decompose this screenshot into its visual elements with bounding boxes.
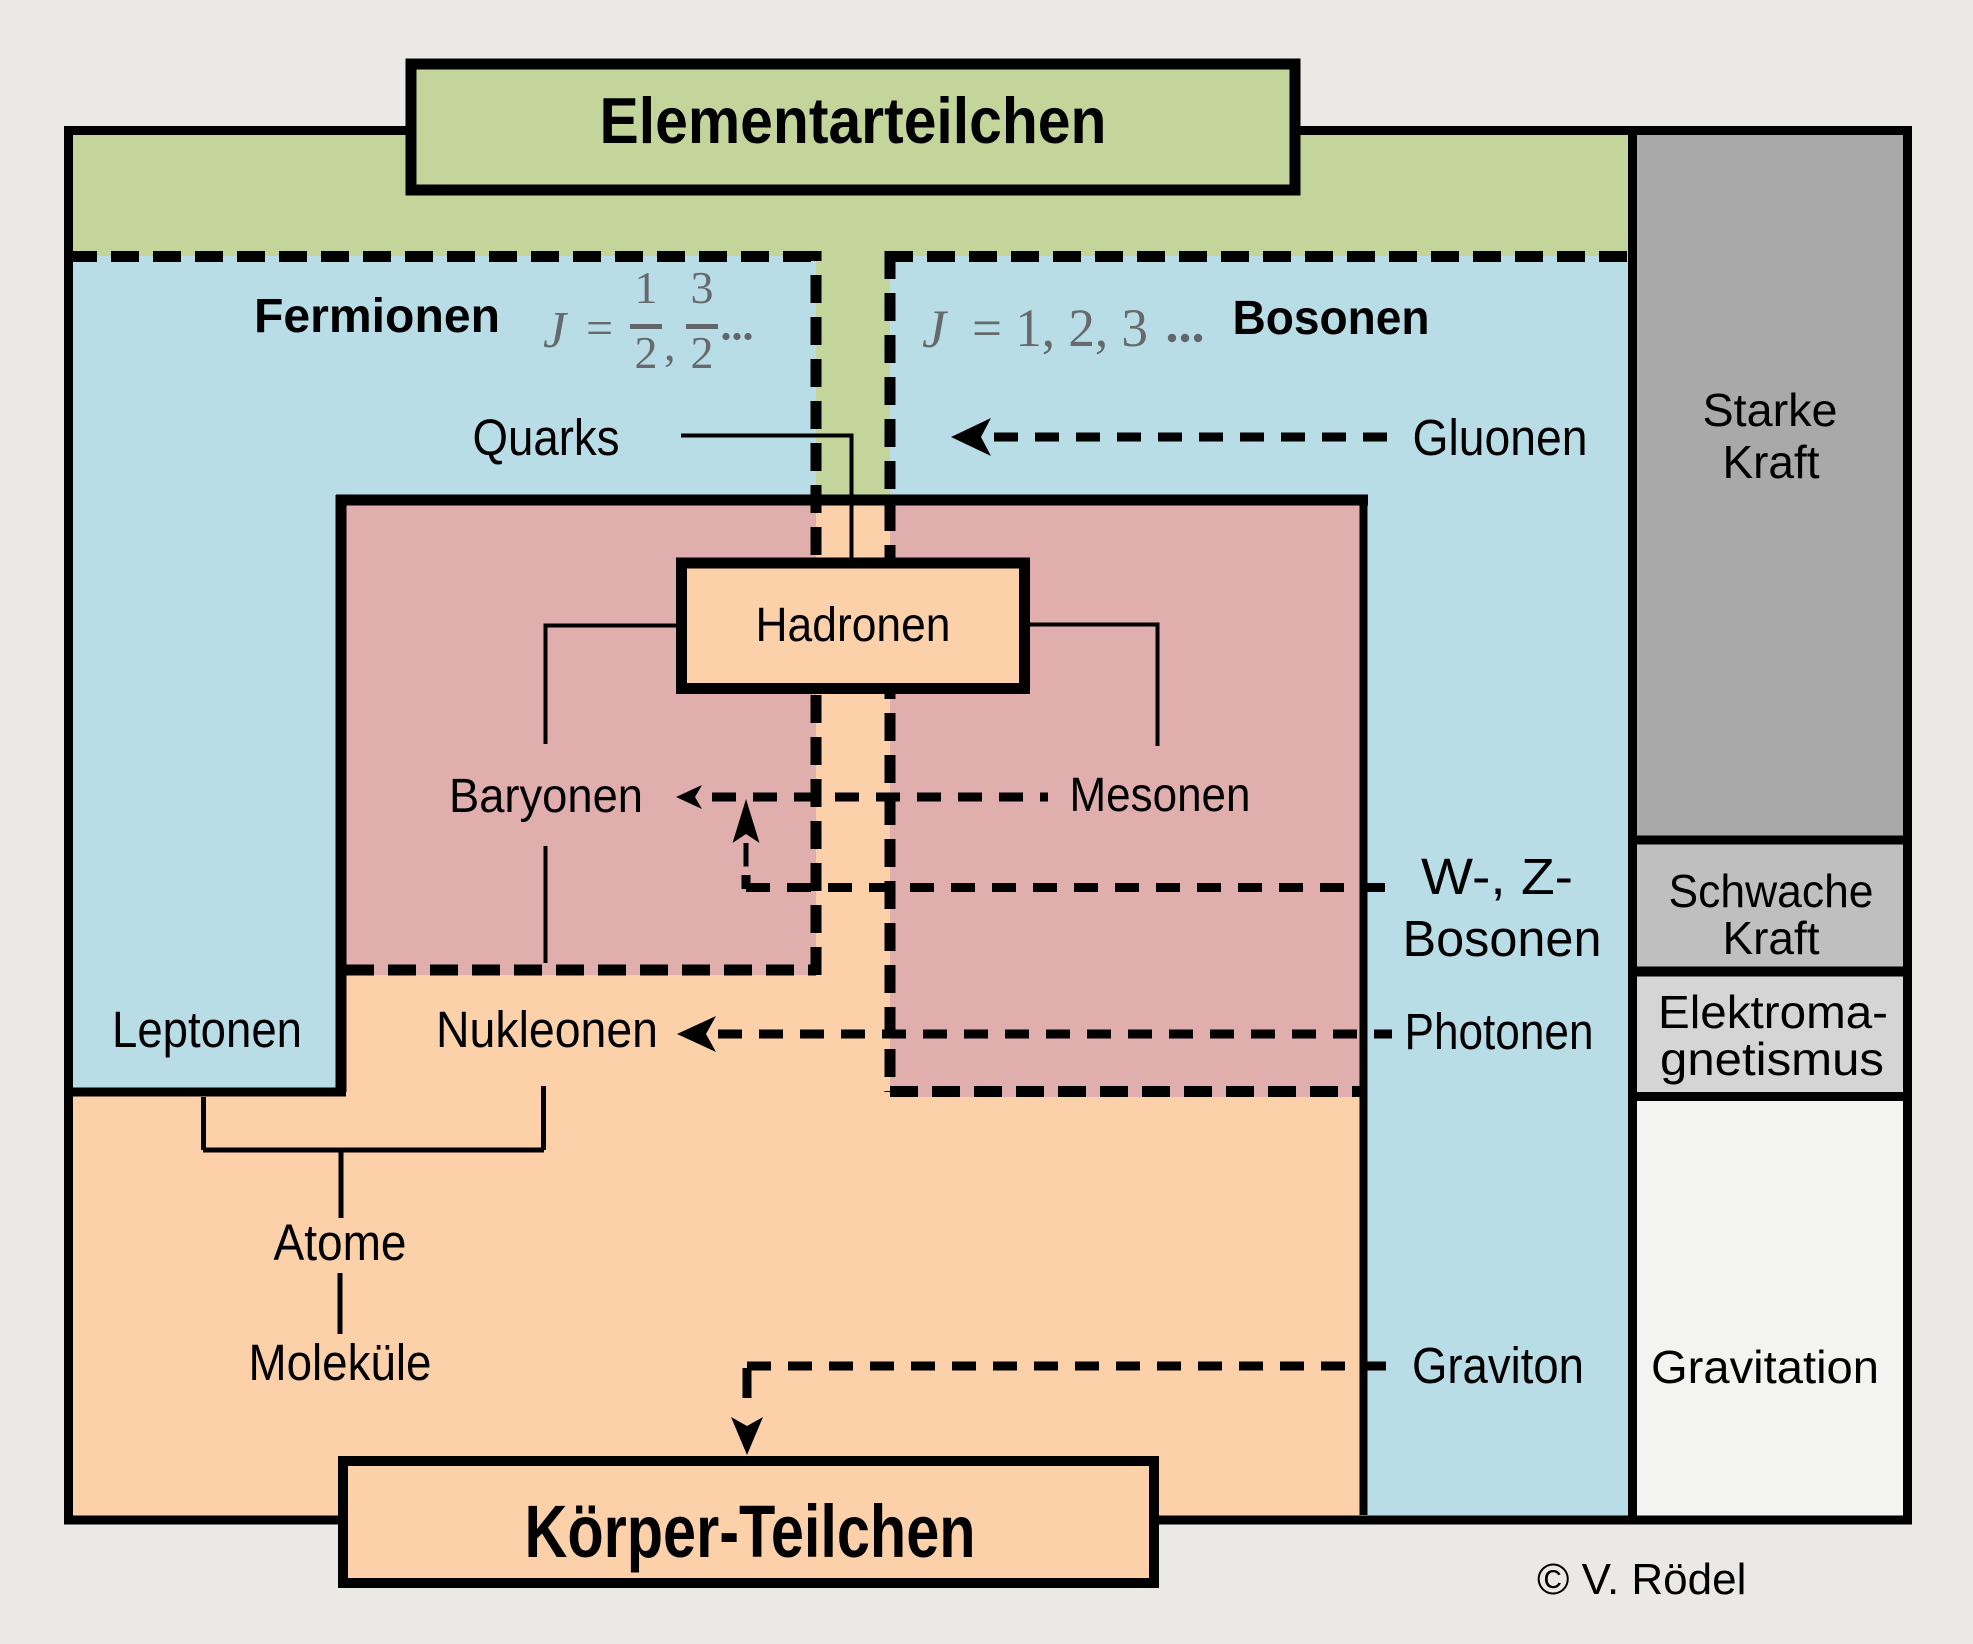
svg-text:Körper-Teilchen: Körper-Teilchen: [525, 1490, 976, 1573]
svg-text:Baryonen: Baryonen: [449, 770, 643, 823]
svg-text:1: 1: [635, 262, 658, 313]
svg-text:= 1, 2, 3: = 1, 2, 3: [972, 298, 1148, 358]
svg-text:Quarks: Quarks: [473, 409, 620, 466]
svg-text:Schwache: Schwache: [1669, 865, 1874, 917]
svg-text:Hadronen: Hadronen: [756, 599, 951, 652]
svg-text:Leptonen: Leptonen: [112, 1001, 302, 1058]
svg-text:Elektroma-: Elektroma-: [1658, 986, 1888, 1038]
svg-text:J: J: [543, 302, 569, 359]
svg-text:W-, Z-: W-, Z-: [1421, 848, 1573, 905]
svg-text:Atome: Atome: [274, 1214, 407, 1271]
svg-text:Elementarteilchen: Elementarteilchen: [600, 84, 1107, 157]
svg-text:Moleküle: Moleküle: [249, 1334, 432, 1391]
svg-text:Graviton: Graviton: [1412, 1337, 1584, 1394]
svg-text:Photonen: Photonen: [1405, 1003, 1594, 1060]
svg-text:=: =: [586, 302, 613, 355]
svg-text:Kraft: Kraft: [1723, 436, 1820, 488]
svg-text:Gravitation: Gravitation: [1651, 1341, 1879, 1393]
svg-text:Nukleonen: Nukleonen: [436, 1001, 658, 1058]
svg-text:Kraft: Kraft: [1723, 912, 1820, 964]
svg-text:Starke: Starke: [1703, 384, 1838, 436]
svg-text:Bosonen: Bosonen: [1403, 910, 1602, 967]
svg-text:3: 3: [691, 262, 714, 313]
svg-text:,: ,: [664, 319, 676, 370]
svg-text:© V. Rödel: © V. Rödel: [1537, 1555, 1746, 1604]
svg-text:Bosonen: Bosonen: [1233, 292, 1430, 345]
svg-text:gnetismus: gnetismus: [1660, 1033, 1884, 1085]
svg-text:J: J: [922, 299, 949, 359]
svg-text:Mesonen: Mesonen: [1070, 769, 1251, 822]
svg-text:2: 2: [691, 327, 714, 378]
svg-text:2: 2: [635, 327, 658, 378]
svg-text:Gluonen: Gluonen: [1413, 409, 1588, 466]
svg-text:Fermionen: Fermionen: [254, 290, 500, 343]
